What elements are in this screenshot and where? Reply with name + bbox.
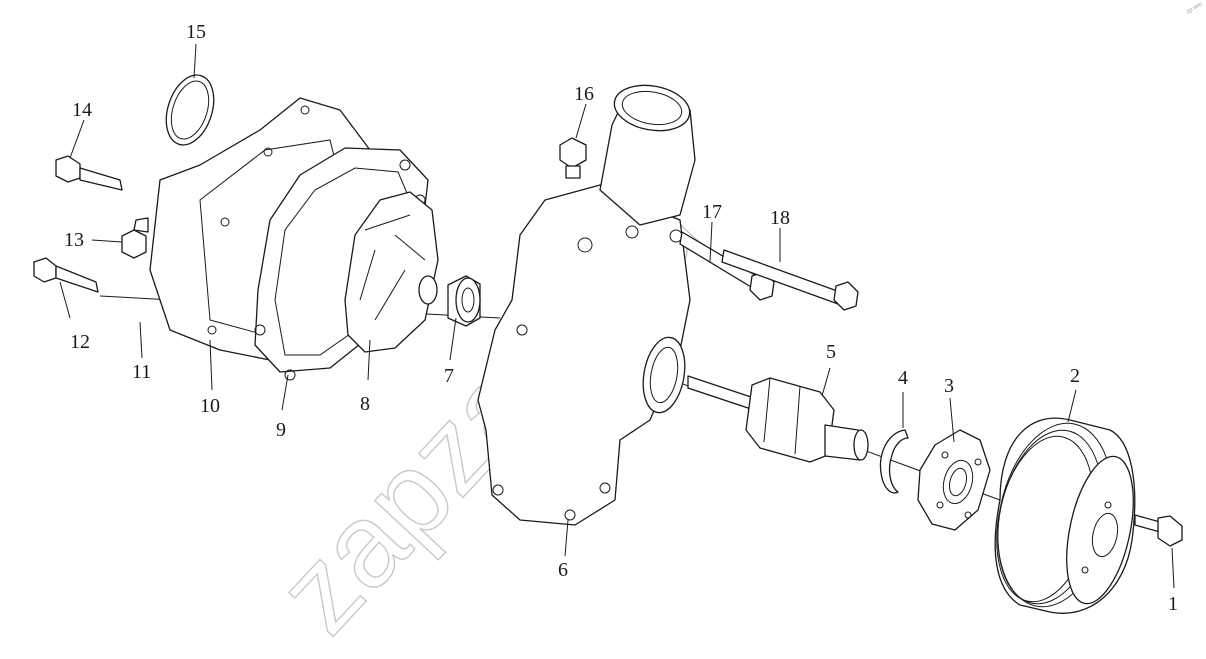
corner-mark: zp wm: [1186, 2, 1204, 16]
callout-18: 18: [770, 207, 790, 229]
callout-7: 7: [444, 365, 454, 387]
callout-13: 13: [64, 229, 84, 251]
callout-6: 6: [558, 559, 568, 581]
callout-9: 9: [276, 419, 286, 441]
hub-flange-part: [917, 429, 991, 531]
bolt-14-part: [55, 155, 123, 191]
bolt-12-part: [33, 257, 99, 293]
callout-5: 5: [826, 341, 836, 363]
callout-10: 10: [200, 395, 220, 417]
o-ring-part: [165, 74, 215, 146]
impeller-part: [344, 191, 439, 353]
snap-ring-part: [879, 429, 909, 494]
callout-8: 8: [360, 393, 370, 415]
callout-14: 14: [72, 99, 92, 121]
callout-3: 3: [944, 375, 954, 397]
pump-housing-part: [477, 84, 696, 526]
callout-17: 17: [702, 201, 722, 223]
callout-11: 11: [132, 361, 151, 383]
hub-bolt-part: [1134, 514, 1183, 547]
shaft-bearing-part: [687, 375, 869, 463]
plug-16-part: [559, 137, 587, 179]
seal-part: [447, 275, 481, 327]
bolt-18-part: [721, 249, 859, 311]
callout-12: 12: [70, 331, 90, 353]
leader-lines: [59, 43, 1175, 589]
callout-15: 15: [186, 21, 206, 43]
pulley-part: [994, 417, 1136, 614]
callout-1: 1: [1168, 593, 1178, 615]
callout-2: 2: [1070, 365, 1080, 387]
callout-4: 4: [898, 367, 908, 389]
plug-13-part: [121, 217, 149, 259]
callout-16: 16: [574, 83, 594, 105]
